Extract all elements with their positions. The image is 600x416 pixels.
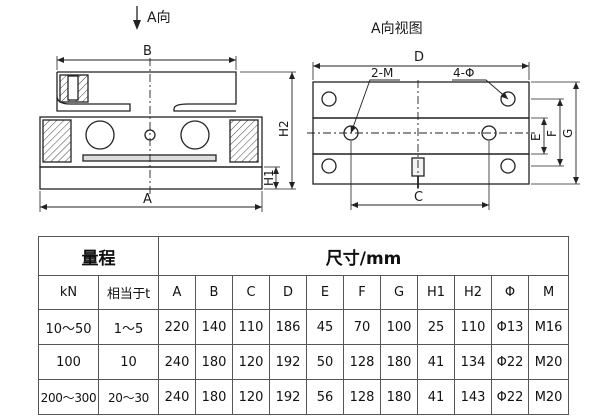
mount-hole-4 [500,158,516,174]
range-header: 量程 [38,236,159,276]
table-cell: 143 [454,379,492,415]
front-view [39,6,296,212]
technical-drawing: A向 B A H2 H1 [39,6,580,212]
view-arrow-label: A向 [147,10,171,26]
table-cell: 220 [158,309,196,345]
col-header-E: E [306,275,344,310]
table-cell: 100 [380,309,418,345]
dim-label-C: C [414,190,423,205]
table-cell: M20 [527,344,570,380]
dim-label-B: B [143,44,152,59]
dim-label-H1: H1 [262,169,276,186]
col-header-A: A [158,275,196,310]
body-hatch-left [42,119,72,163]
table-group-header-row: 量程 尺寸/mm [38,236,570,276]
view-direction-arrow [133,6,141,30]
table-cell: 70 [343,309,381,345]
base-plate [39,166,263,190]
table-cell: 56 [306,379,344,415]
table-cell: 180 [195,344,233,380]
top-bracket-bolt [67,75,79,101]
dim-label-G: G [561,129,575,138]
dim-label-E: E [529,133,543,141]
dim-label-F: F [545,130,559,137]
col-header-C: C [232,275,270,310]
table-cell: 180 [195,379,233,415]
table-cell: Φ22 [491,344,529,380]
table-cell: 45 [306,309,344,345]
mount-hole-1 [321,91,337,107]
table-cell: 10～50 [38,309,99,345]
table-cell: M16 [527,309,570,345]
table-cell: 120 [232,379,270,415]
body-hatch-right [229,119,259,163]
body-hole-right [180,120,210,150]
col-header-kN: kN [38,275,99,310]
table-cell: Φ22 [491,379,529,415]
beam-strip [82,154,217,162]
mount-hole-2 [500,91,516,107]
side-top-plate [312,81,530,119]
side-bottom-plate [312,153,530,185]
col-header-G: G [380,275,418,310]
table-cell: 41 [417,344,455,380]
col-header-H1: H1 [417,275,455,310]
table-cell: 186 [269,309,307,345]
table-cell: Φ13 [491,309,529,345]
mount-hole-3 [321,158,337,174]
col-header-t: 相当于t [98,275,159,310]
table-cell: 1～5 [98,309,159,345]
table-cell: 41 [417,379,455,415]
table-cell: 240 [158,379,196,415]
dim-label-D: D [414,50,424,65]
table-cell: 110 [232,309,270,345]
label-4-Phi: 4-Φ [453,66,474,80]
table-cell: 140 [195,309,233,345]
table-cell: M20 [527,379,570,415]
table-cell: 25 [417,309,455,345]
leader-M [350,79,400,134]
table-cell: 134 [454,344,492,380]
table-cell: 20～30 [98,379,159,415]
table-row: 100 10 240 180 120 192 50 128 180 41 134… [38,344,570,380]
side-view-labels: A向视图 D C 2-M 4-Φ E F G [371,21,575,205]
table-cell: 50 [306,344,344,380]
col-header-D: D [269,275,307,310]
table-cell: 128 [343,379,381,415]
body-hole-left [85,120,115,150]
table-cell: 128 [343,344,381,380]
col-header-Phi: Φ [491,275,529,310]
col-header-M: M [527,275,570,310]
table-cell: 200～300 [38,379,99,415]
size-header: 尺寸/mm [157,236,570,276]
table-column-header-row: kN 相当于t A B C D E F G H1 H2 Φ M [38,275,570,310]
table-cell: 120 [232,344,270,380]
dim-label-H2: H2 [277,120,291,137]
table-cell: 110 [454,309,492,345]
top-bracket [57,71,237,112]
table-row: 200～300 20～30 240 180 120 192 56 128 180… [38,379,570,415]
spec-table: 量程 尺寸/mm kN 相当于t A B C D E F G H1 H2 Φ M… [38,236,570,415]
view-title: A向视图 [371,21,423,37]
table-cell: 192 [269,344,307,380]
table-cell: 240 [158,344,196,380]
col-header-F: F [343,275,381,310]
table-cell: 10 [98,344,159,380]
col-header-H2: H2 [454,275,492,310]
table-cell: 180 [380,344,418,380]
leader-Phi [452,79,509,100]
col-header-B: B [195,275,233,310]
side-view [307,62,580,210]
label-2-M: 2-M [371,66,393,80]
table-cell: 180 [380,379,418,415]
table-cell: 192 [269,379,307,415]
front-view-labels: A向 B A H2 H1 [143,10,291,207]
top-bracket-left [56,72,131,112]
table-row: 10～50 1～5 220 140 110 186 45 70 100 25 1… [38,309,570,345]
dim-label-A: A [143,192,152,207]
table-cell: 100 [38,344,99,380]
